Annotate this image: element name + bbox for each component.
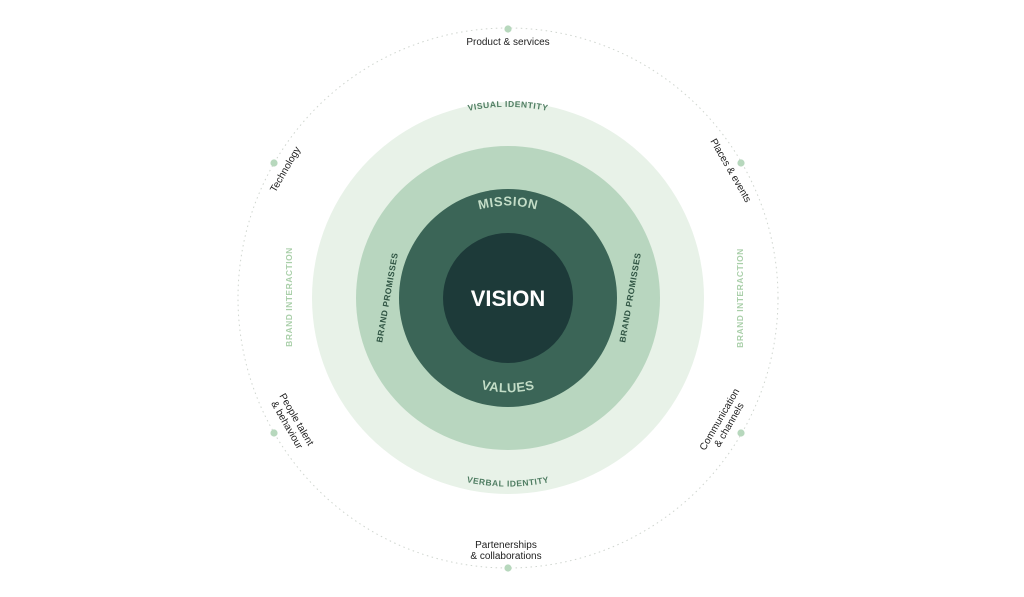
node-dot-top xyxy=(504,25,512,33)
node-dot-bottom-right xyxy=(737,429,745,437)
touchpoint-product-services: Product & services xyxy=(466,37,549,48)
touchpoint-technology: Technology xyxy=(268,145,303,194)
vision-label: VISION xyxy=(471,286,546,311)
touchpoint-places-events: Places & events xyxy=(707,137,752,205)
svg-text:VALUES: VALUES xyxy=(480,377,536,395)
brand-interaction-right-label: BRAND INTERACTION xyxy=(735,248,745,348)
svg-text:MISSION: MISSION xyxy=(476,194,539,213)
touchpoint-partnerships-line1: Partenerships xyxy=(475,540,537,551)
touchpoint-partnerships-line2: & collaborations xyxy=(470,551,541,562)
svg-text:VERBAL IDENTITY: VERBAL IDENTITY xyxy=(466,474,550,488)
brand-interaction-left-label: BRAND INTERACTION xyxy=(284,247,294,347)
values-label: VALUES xyxy=(480,377,535,395)
touchpoint-ring xyxy=(237,27,779,569)
node-dot-top-right xyxy=(737,159,745,167)
verbal-identity-label: VERBAL IDENTITY xyxy=(466,474,549,488)
node-dot-bottom-left xyxy=(270,429,278,437)
svg-text:VISUAL IDENTITY: VISUAL IDENTITY xyxy=(467,99,549,113)
visual-identity-label: VISUAL IDENTITY xyxy=(467,99,549,113)
node-dot-bottom xyxy=(504,564,512,572)
mission-label: MISSION xyxy=(476,194,539,213)
node-dot-top-left xyxy=(270,159,278,167)
vision-core xyxy=(443,233,573,363)
touchpoint-communication-channels: Communication & channels xyxy=(698,387,747,453)
touchpoint-people-talent-behaviour: People talent & behaviour xyxy=(268,392,315,452)
